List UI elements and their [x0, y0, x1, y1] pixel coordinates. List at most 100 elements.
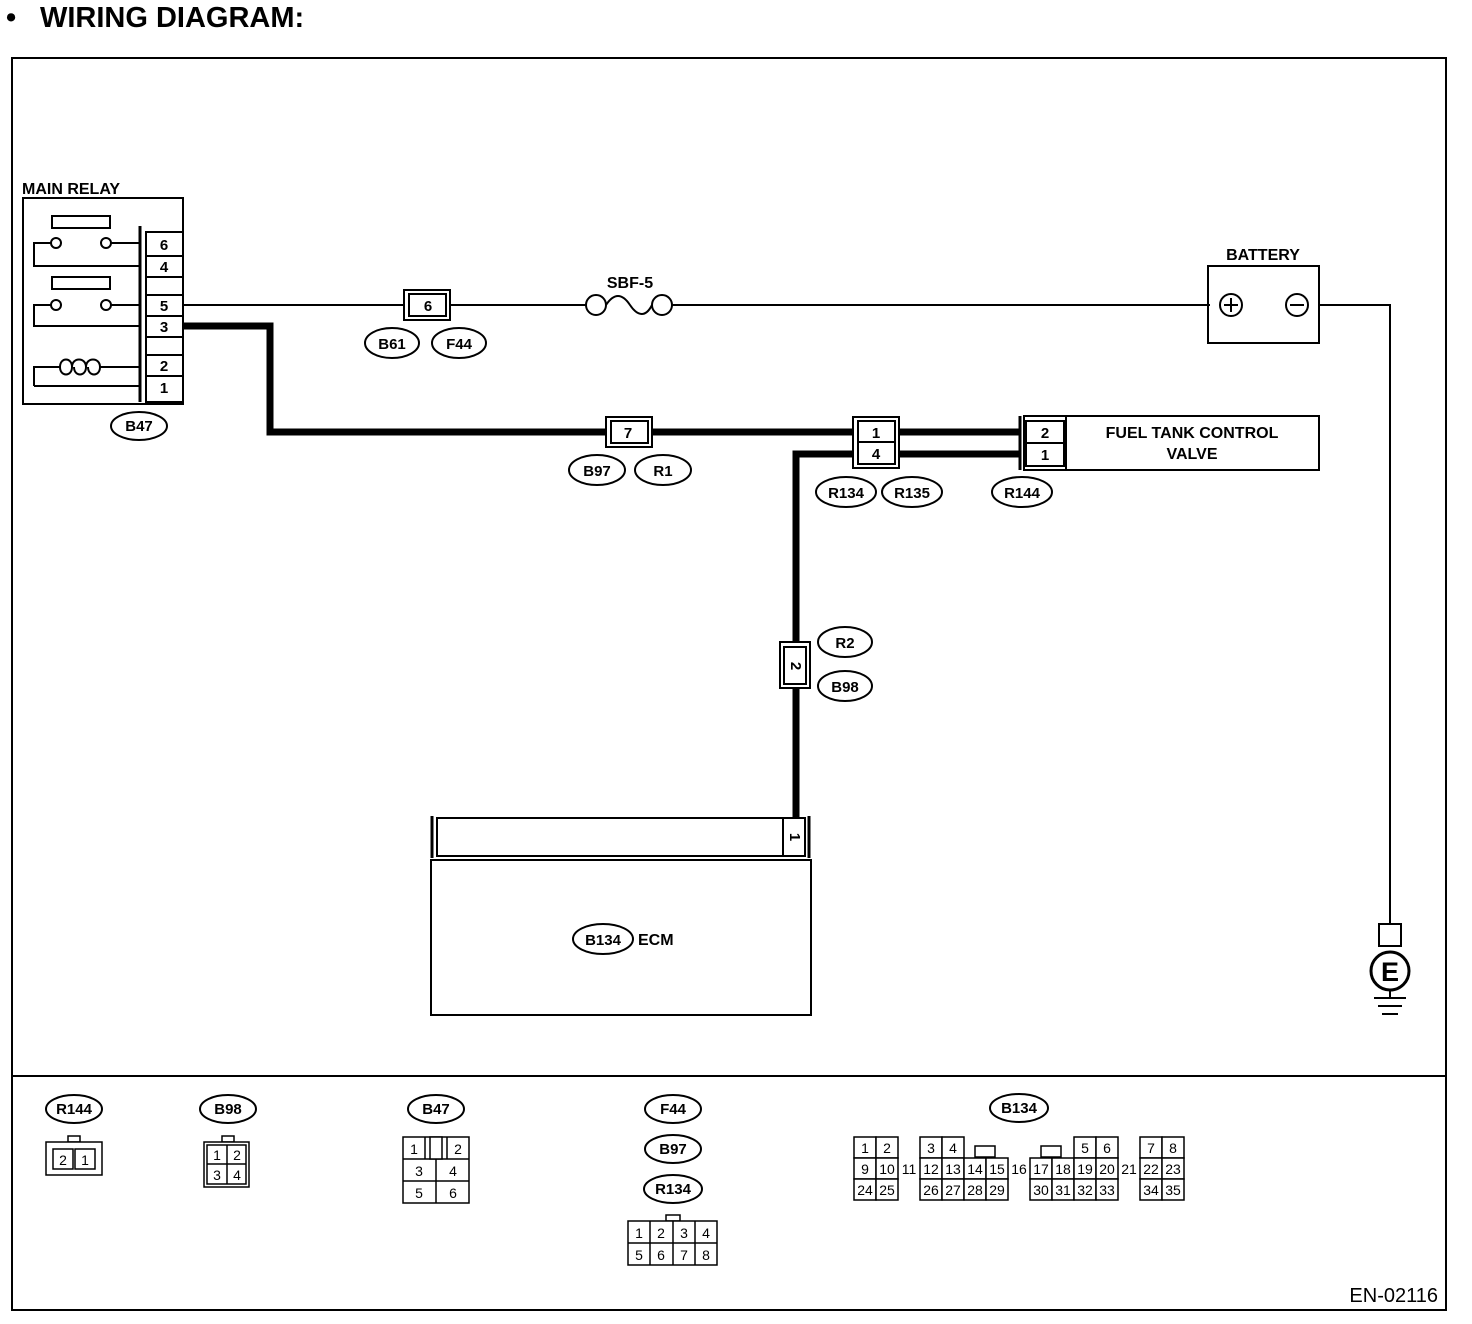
title-bullet: • — [6, 2, 17, 34]
legend-f44-pin-3: 3 — [680, 1225, 688, 1241]
main-relay: MAIN RELAY 6 4 5 3 2 1 B47 — [22, 181, 184, 441]
legend-b134-cell — [1161, 1178, 1185, 1201]
ecm-connector-strip — [436, 817, 806, 857]
valve-label-line1: FUEL TANK CONTROL — [1106, 425, 1279, 442]
legend-b134-pin-4: 4 — [949, 1140, 957, 1156]
connector-tag-r2-text: R2 — [835, 635, 854, 652]
fuse-terminal-left — [585, 294, 607, 316]
connector-tag-f44-text: F44 — [446, 336, 473, 353]
valve-body — [1023, 415, 1320, 471]
legend-tag-b98 — [199, 1094, 257, 1124]
legend-b134-pin-1: 1 — [861, 1140, 869, 1156]
relay-terminal-6: 6 — [160, 237, 168, 254]
diagram-frame — [11, 57, 1447, 1311]
legend-b134-pin-9: 9 — [861, 1161, 869, 1177]
relay-armature-2 — [51, 276, 111, 290]
legend-b134-pin-18: 18 — [1055, 1161, 1071, 1177]
connector-tag-r1-text: R1 — [653, 463, 672, 480]
connector-tag-b134 — [572, 923, 634, 955]
legend-b134-pin-13: 13 — [945, 1161, 961, 1177]
page-title: •WIRING DIAGRAM: — [6, 2, 304, 35]
legend-b134-pin-35: 35 — [1165, 1182, 1181, 1198]
legend-b134-pin-19: 19 — [1077, 1161, 1093, 1177]
legend-b98-pin-1: 1 — [213, 1147, 221, 1163]
connector-tag-r144-text: R144 — [1004, 485, 1041, 502]
legend-b47-pin-1: 1 — [410, 1141, 418, 1157]
connector-tag-b61 — [364, 327, 420, 359]
legend-f44-b97-r134: F44 B97 R134 1 2 3 4 5 6 7 8 — [627, 1094, 718, 1266]
ground: E — [1369, 923, 1411, 1015]
legend-b134-pin-32: 32 — [1077, 1182, 1093, 1198]
ecm-terminal-1: 1 — [786, 833, 803, 841]
legend-b134-pin-7: 7 — [1147, 1140, 1155, 1156]
diagram-code: EN-02116 — [1349, 1285, 1438, 1307]
junction-r2-b98-terminal: 2 — [787, 662, 804, 670]
ecm-terminal-box — [782, 817, 806, 857]
connector-tag-b47 — [110, 411, 168, 441]
legend-b98: B98 1 2 3 4 — [199, 1094, 257, 1188]
legend-b47-pin-2: 2 — [454, 1141, 462, 1157]
legend-b47-pin-6: 6 — [449, 1185, 457, 1201]
legend-tag-b47-text: B47 — [422, 1101, 450, 1118]
junction-b97-r1-terminal: 7 — [624, 425, 632, 442]
legend-r144: R144 2 1 — [45, 1094, 103, 1176]
connector-tag-b61-text: B61 — [378, 336, 406, 353]
legend-b47-pin-3: 3 — [415, 1163, 423, 1179]
junction-r2-b98-terminal-box — [783, 646, 807, 685]
legend-b134-pin-22: 22 — [1143, 1161, 1159, 1177]
legend-tag-b97-text: B97 — [659, 1141, 687, 1158]
legend-b47: B47 1 2 3 4 5 6 — [402, 1094, 470, 1204]
legend-b134-pin-26: 26 — [923, 1182, 939, 1198]
relay-terminal-2: 2 — [160, 358, 168, 375]
junction-r134-r135-terminal-4: 4 — [872, 446, 881, 463]
legend-b134-pin-27: 27 — [945, 1182, 961, 1198]
legend-tag-r144 — [45, 1094, 103, 1124]
legend-b134-pin-25: 25 — [879, 1182, 895, 1198]
legend-f44-pin-1: 1 — [635, 1225, 643, 1241]
fuse-sbf5: SBF-5 — [585, 275, 673, 316]
relay-terminal-5: 5 — [160, 298, 168, 315]
ground-label: E — [1381, 957, 1399, 987]
junction-b61-f44-terminal: 6 — [424, 298, 432, 315]
ecm: 1 B134 ECM — [430, 816, 812, 1016]
junction-r134-r135-terminal-1: 1 — [872, 425, 880, 442]
relay-contact-2b — [100, 299, 112, 311]
legend-b47-pin-5: 5 — [415, 1185, 423, 1201]
legend-f44-pin-8: 8 — [702, 1247, 710, 1263]
legend-b134-pin-2: 2 — [883, 1140, 891, 1156]
connector-tag-r1 — [634, 454, 692, 486]
connector-tag-b134-text: B134 — [585, 932, 622, 949]
legend-b134-pin-28: 28 — [967, 1182, 983, 1198]
legend-b98-pin-3: 3 — [213, 1167, 221, 1183]
relay-armature-1 — [51, 215, 111, 229]
valve-terminal-2: 2 — [1041, 425, 1049, 442]
legend-tag-b134 — [989, 1093, 1049, 1123]
legend-b134-pin-8: 8 — [1169, 1140, 1177, 1156]
junction-b61-f44: 6 B61 F44 — [364, 289, 487, 359]
legend-b134-pin-10: 10 — [879, 1161, 895, 1177]
legend-b134-pin-20: 20 — [1099, 1161, 1115, 1177]
legend-tag-r134-text: R134 — [655, 1181, 692, 1198]
legend-b47-pin-4: 4 — [449, 1163, 457, 1179]
junction-r2-b98: 2 R2 B98 — [779, 626, 873, 702]
connector-tag-b97 — [568, 454, 626, 486]
legend-f44-pin-6: 6 — [657, 1247, 665, 1263]
relay-terminal-1: 1 — [160, 380, 168, 397]
connector-tag-r2 — [817, 626, 873, 658]
legend-tag-r144-text: R144 — [56, 1101, 93, 1118]
legend-tag-f44 — [644, 1094, 702, 1124]
junction-b97-r1: 7 B97 R1 — [568, 416, 692, 486]
relay-wire-3 — [33, 304, 140, 327]
legend-b134-pin-11: 11 — [902, 1161, 917, 1177]
legend-b98-pin-2: 2 — [233, 1147, 241, 1163]
legend-b134-cell — [1095, 1178, 1119, 1201]
legend-b134-pin-12: 12 — [923, 1161, 939, 1177]
junction-r134-r135: 1 4 R134 R135 — [815, 416, 943, 508]
legend-tag-b47 — [407, 1094, 465, 1124]
legend-f44-pin-7: 7 — [680, 1247, 688, 1263]
legend-b134-pin-5: 5 — [1081, 1140, 1089, 1156]
wire-relay3-b97 — [183, 322, 608, 436]
legend-b134-pin-3: 3 — [927, 1140, 935, 1156]
